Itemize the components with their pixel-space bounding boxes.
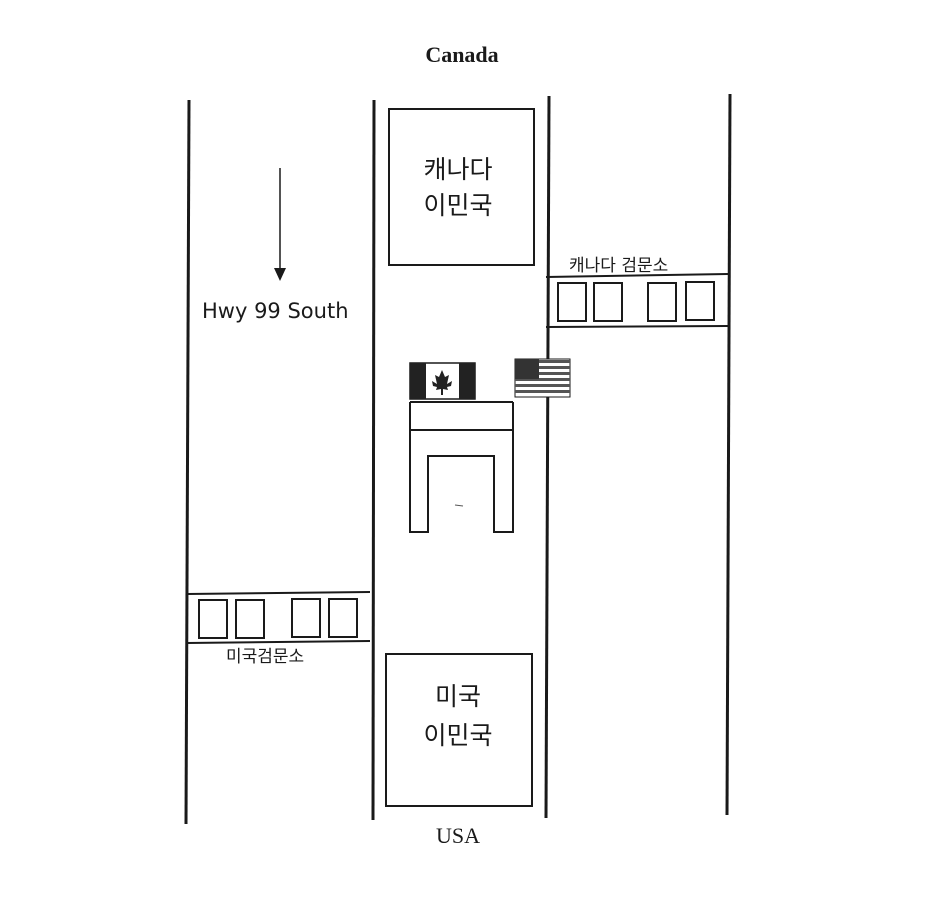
us-booth [198,599,228,639]
us-checkpoint [186,591,371,644]
arch-mark [454,504,464,507]
us-booth [291,598,321,638]
us-booth [328,598,358,638]
road-line-far-right [725,93,732,816]
canada-booth [685,281,715,321]
peace-arch [409,401,514,533]
canada-checkpoint [545,273,729,328]
canada-immigration-building [388,108,535,266]
us-booth [235,599,265,639]
canada-booth [557,282,587,322]
map-title-usa: USA [436,823,480,848]
canada-booth [593,282,623,322]
road-lines [184,93,732,825]
us-immigration-label-line1: 미국 [435,682,481,711]
road-line-far-left [184,99,191,825]
us-immigration-label-line2: 이민국 [423,721,492,750]
us-checkpoint-label: 미국검문소 [226,647,304,667]
road-line-center-right [544,95,551,819]
map-title-canada: Canada [425,42,498,67]
canada-immigration-label-line2: 이민국 [423,191,492,220]
road-line-center-left [371,99,376,821]
highway-label: Hwy 99 South [202,299,349,323]
usa-flag-icon [514,358,571,398]
canada-checkpoint-label: 캐나다 검문소 [569,256,668,276]
canada-flag-icon [409,362,476,400]
canada-immigration-label-line1: 캐나다 [423,155,492,184]
us-immigration-building [385,653,533,807]
canada-booth [647,282,677,322]
down-arrow-icon [274,168,286,281]
